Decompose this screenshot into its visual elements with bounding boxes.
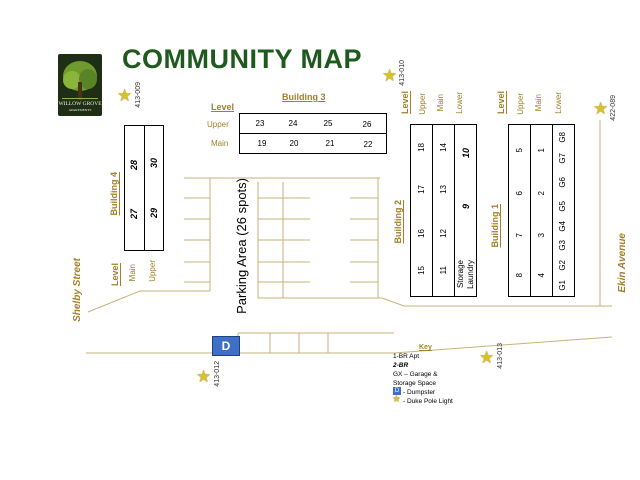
unit: 10: [461, 148, 471, 159]
unit: 26: [362, 120, 372, 129]
storage-label: Storage: [456, 260, 465, 289]
unit: 14: [439, 143, 448, 152]
star-icon: ★: [117, 86, 133, 105]
pole-id: 422-089: [610, 95, 617, 121]
b3-level-label: Level: [211, 102, 235, 112]
unit: 13: [439, 185, 448, 194]
pole-id: 413-013: [497, 343, 504, 369]
pole-id: 413-010: [399, 60, 406, 86]
unit: 18: [417, 143, 426, 152]
key-dumpster-icon: D: [393, 387, 401, 395]
unit: 25: [323, 119, 333, 128]
key-star-icon: ★: [392, 394, 401, 405]
shelby-street-label: Shelby Street: [72, 258, 83, 322]
unit: 5: [515, 148, 524, 153]
key-title: Key: [419, 344, 432, 351]
building-3-divider: [239, 133, 387, 134]
b2-level-label: Level: [400, 91, 410, 115]
pole-id: 413-012: [214, 361, 221, 387]
unit: 17: [417, 185, 426, 194]
unit: 27: [129, 209, 139, 220]
unit: 28: [129, 160, 139, 171]
unit: 3: [537, 233, 546, 238]
garage-unit: G6: [558, 177, 567, 188]
key-pole: - Duke Pole Light: [403, 398, 453, 405]
unit: 11: [439, 266, 448, 275]
b1-level-label: Level: [496, 91, 506, 115]
unit: 20: [289, 139, 299, 148]
key-garage: GX – Garage &: [393, 371, 438, 378]
b4-level-label: Level: [110, 263, 120, 287]
garage-unit: G4: [558, 221, 567, 232]
unit: 9: [461, 204, 471, 210]
unit: 2: [537, 191, 546, 196]
star-icon: ★: [479, 348, 495, 367]
star-icon: ★: [593, 99, 609, 118]
laundry-label: Laundry: [466, 260, 475, 289]
shelby-street-road: [87, 178, 211, 313]
key-dumpster: - Dumpster: [403, 389, 436, 396]
unit: 7: [515, 233, 524, 238]
unit: 24: [288, 119, 298, 128]
unit: 30: [149, 158, 159, 169]
b2-upper-label: Upper: [418, 93, 427, 115]
garage-unit: G1: [558, 280, 567, 291]
unit: 29: [149, 208, 159, 219]
unit: 4: [537, 273, 546, 278]
b1-upper-label: Upper: [516, 93, 525, 115]
building-2: [410, 124, 477, 297]
b2-lower-label: Lower: [455, 92, 464, 114]
building-3-label: Building 3: [282, 92, 326, 102]
main-road: [86, 336, 613, 354]
willow-grove-logo: WILLOW GROVE APARTMENTS: [58, 54, 102, 116]
dumpster-icon: D: [212, 336, 240, 356]
b1-lower-label: Lower: [554, 92, 563, 114]
building-1: [508, 124, 575, 297]
unit: 15: [417, 266, 426, 275]
unit: 12: [439, 229, 448, 238]
garage-unit: G7: [558, 153, 567, 164]
building-4-label: Building 4: [109, 172, 119, 216]
page-title: COMMUNITY MAP: [122, 44, 362, 74]
building-4-divider: [144, 125, 145, 251]
building-2-label: Building 2: [393, 200, 403, 244]
key-one-br: 1-BR Apt: [393, 353, 420, 360]
ekin-avenue-label: Ekin Avenue: [617, 233, 628, 293]
b4-main-label: Main: [128, 264, 137, 282]
star-icon: ★: [196, 367, 212, 386]
b2-main-label: Main: [436, 94, 445, 112]
b2-divider-1: [432, 124, 433, 297]
b1-divider-1: [530, 124, 531, 297]
key-garage-2: Storage Space: [393, 380, 437, 387]
b1-divider-2: [552, 124, 553, 297]
garage-unit: G8: [558, 132, 567, 143]
unit: 16: [417, 229, 426, 238]
tree-icon: [62, 61, 98, 100]
logo-name: WILLOW GROVE: [58, 101, 102, 107]
unit: 1: [537, 148, 546, 153]
unit: 22: [363, 140, 373, 149]
garage-unit: G5: [558, 201, 567, 212]
unit: 8: [515, 273, 524, 278]
b1-main-label: Main: [534, 94, 543, 112]
unit: 23: [255, 119, 265, 128]
b2-divider-2: [454, 124, 455, 297]
unit: 21: [325, 139, 335, 148]
parking-area-label: Parking Area (26 spots): [234, 178, 249, 314]
b3-upper-label: Upper: [207, 120, 229, 129]
b4-upper-label: Upper: [148, 260, 157, 282]
logo-sub: APARTMENTS: [68, 108, 92, 112]
key-two-br: 2-BR: [393, 362, 409, 369]
garage-unit: G2: [558, 260, 567, 271]
building-1-label: Building 1: [490, 204, 500, 248]
parking-south-line: [258, 297, 612, 307]
pole-id: 413-009: [135, 82, 142, 108]
b3-main-label: Main: [211, 139, 229, 148]
unit: 19: [257, 139, 267, 148]
unit: 6: [515, 191, 524, 196]
star-icon: ★: [382, 66, 398, 85]
garage-unit: G3: [558, 240, 567, 251]
